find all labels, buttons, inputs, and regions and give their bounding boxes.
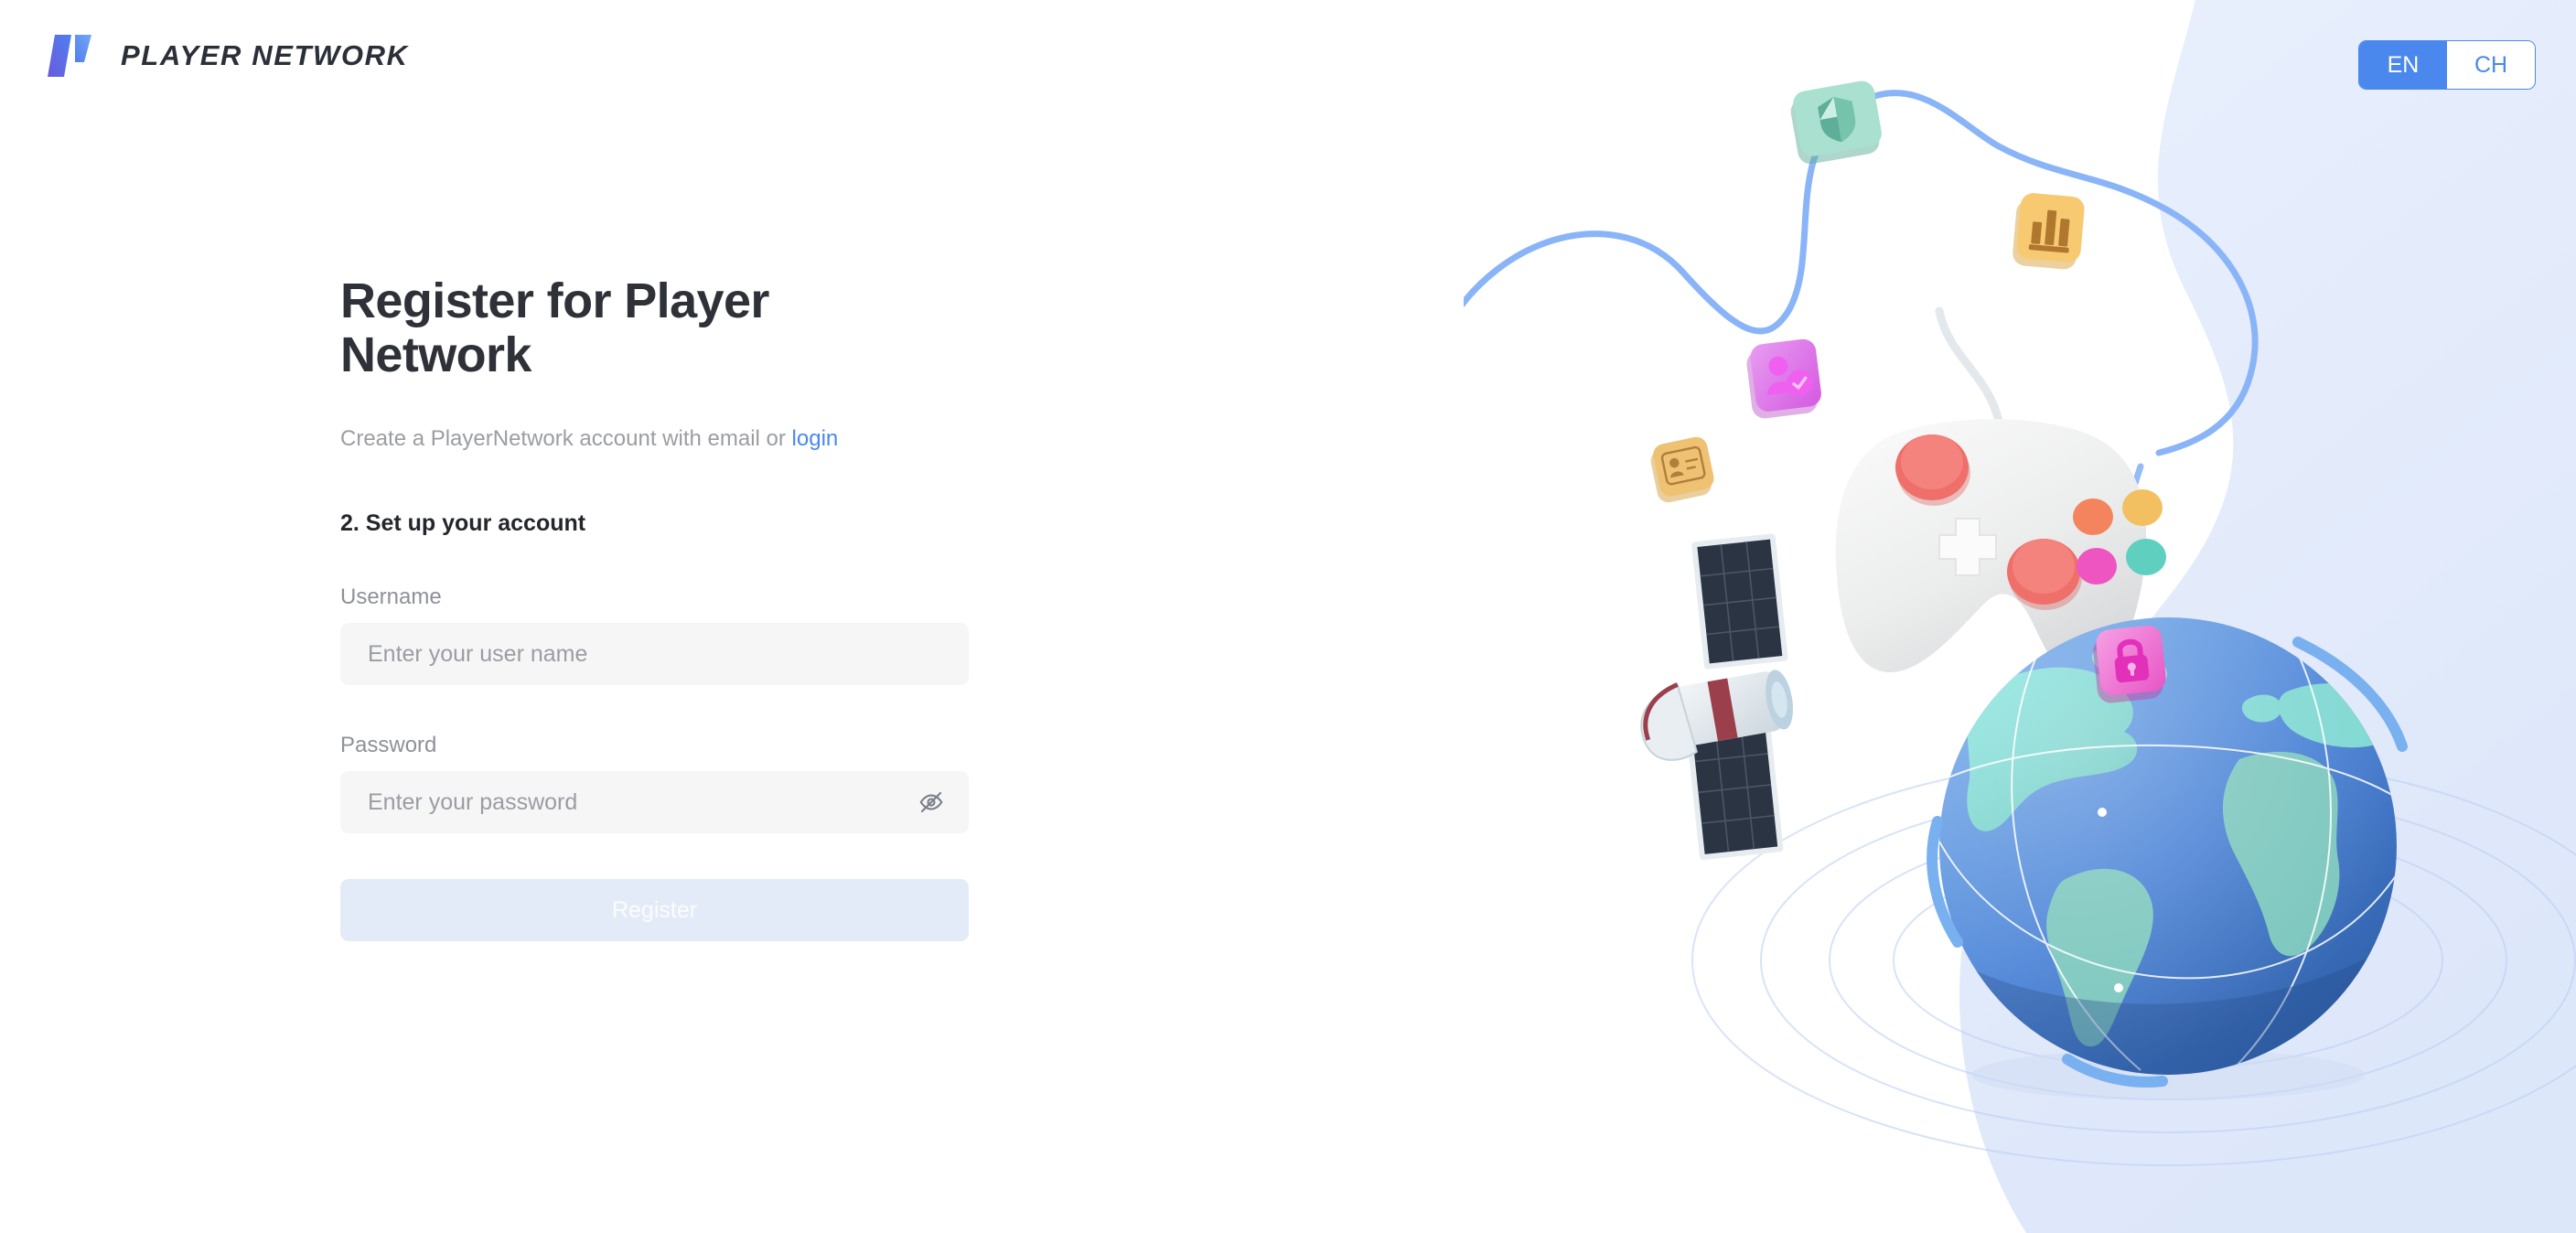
- connector-path: [1464, 90, 2259, 456]
- language-option-ch[interactable]: CH: [2447, 41, 2535, 89]
- globe: [1927, 617, 2408, 1100]
- page-subtitle: Create a PlayerNetwork account with emai…: [340, 424, 971, 455]
- step-heading: 2. Set up your account: [340, 510, 586, 537]
- login-link[interactable]: login: [791, 425, 839, 451]
- register-form: Register for Player Network Create a Pla…: [340, 273, 971, 942]
- page-title: Register for Player Network: [340, 273, 769, 383]
- username-input[interactable]: [340, 623, 969, 686]
- network-security-gaming-illustration: [1464, 80, 2576, 1166]
- eye-slash-icon[interactable]: [914, 785, 949, 820]
- password-input[interactable]: [340, 771, 969, 834]
- shield-card: [1790, 80, 1882, 165]
- globe-orbit-accent-left: [1927, 816, 1963, 948]
- game-controller: [1835, 419, 2166, 681]
- brand-logo-text: PLAYER NETWORK: [121, 39, 409, 71]
- globe-orbit-accent: [2292, 637, 2408, 752]
- page-header: PLAYER NETWORK EN CH: [0, 0, 2576, 128]
- lock-card: [2093, 625, 2166, 703]
- bar-chart-card: [2012, 193, 2085, 270]
- id-card-card: [1650, 436, 1714, 503]
- globe-orbit-accent-bottom: [2062, 1054, 2168, 1088]
- player-network-logo-icon: [48, 35, 91, 77]
- language-option-en[interactable]: EN: [2359, 41, 2447, 89]
- satellite: [1640, 533, 1794, 861]
- subtitle-text: Create a PlayerNetwork account with emai…: [340, 425, 792, 451]
- brand-logo: PLAYER NETWORK: [44, 35, 409, 77]
- username-field-wrapper[interactable]: [340, 623, 969, 686]
- language-toggle[interactable]: EN CH: [2358, 40, 2536, 90]
- password-field-wrapper[interactable]: [340, 771, 969, 834]
- password-label: Password: [340, 733, 437, 758]
- username-label: Username: [340, 584, 442, 610]
- user-verified-card: [1746, 338, 1821, 419]
- register-button[interactable]: Register: [340, 879, 969, 942]
